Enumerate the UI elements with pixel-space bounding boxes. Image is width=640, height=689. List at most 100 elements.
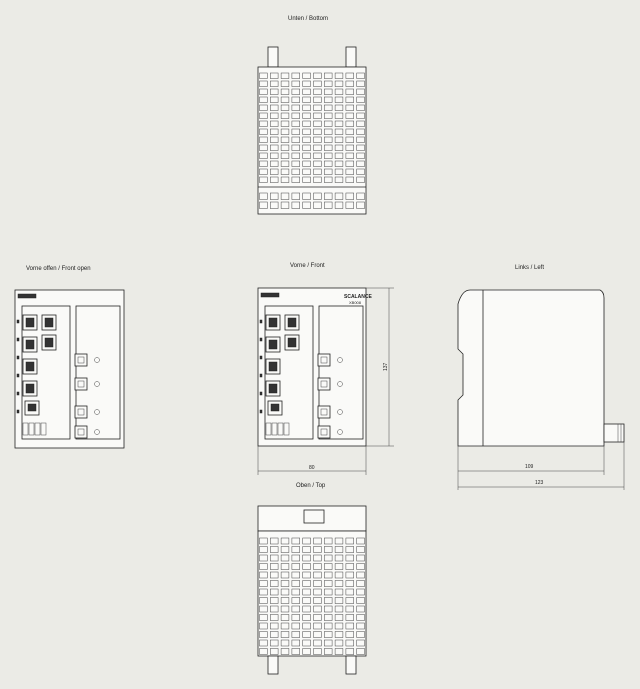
vent-slot: [345, 136, 354, 143]
rj45-port-socket: [25, 317, 35, 328]
vent-slot: [356, 537, 365, 545]
vent-slot: [302, 580, 311, 587]
led-indicator: [259, 391, 263, 396]
sfp-slot: [317, 377, 331, 391]
vent-slot: [345, 112, 354, 119]
status-led: [337, 429, 343, 435]
vent-slot: [291, 648, 300, 655]
view-label-bottom: Unten / Bottom: [288, 16, 329, 22]
bottom-view-rail-left: [267, 46, 279, 68]
sfp-slot: [74, 425, 88, 439]
vent-slot: [259, 72, 268, 79]
vent-slot: [280, 112, 290, 119]
vent-slot: [313, 588, 322, 596]
vent-slot: [313, 546, 322, 553]
status-led: [337, 357, 343, 363]
vent-slot: [270, 639, 279, 647]
vent-slot: [302, 546, 311, 553]
vent-slot: [334, 622, 344, 630]
vent-slot: [345, 192, 354, 200]
sfp-slot: [74, 353, 88, 367]
led-indicator: [16, 319, 20, 324]
vent-slot: [291, 605, 300, 613]
vent-slot: [324, 176, 333, 183]
vent-slot: [291, 120, 300, 127]
vent-slot: [302, 160, 311, 167]
vent-slot: [302, 648, 311, 655]
front-height-value: 137: [383, 362, 389, 371]
vent-slot: [356, 80, 365, 87]
led-indicator: [16, 337, 20, 342]
vent-slot: [356, 571, 365, 579]
vent-slot: [324, 537, 333, 545]
vent-slot: [334, 128, 344, 135]
vent-slot: [280, 563, 290, 570]
vent-slot: [280, 160, 290, 167]
terminal-contact: [283, 422, 290, 436]
front-open-right-panel: [75, 305, 121, 440]
led-indicator: [259, 409, 263, 414]
vent-slot: [345, 88, 354, 95]
vent-slot: [356, 192, 365, 200]
vent-slot: [291, 88, 300, 95]
vent-slot: [259, 605, 268, 613]
vent-slot: [270, 614, 279, 621]
vent-slot: [356, 580, 365, 587]
vent-slot: [334, 72, 344, 79]
vent-slot: [313, 136, 322, 143]
vent-slot: [259, 571, 268, 579]
sfp-slot: [74, 405, 88, 419]
vent-slot: [270, 580, 279, 587]
vent-slot: [345, 128, 354, 135]
vent-slot: [324, 80, 333, 87]
vent-slot: [356, 176, 365, 183]
vent-slot: [270, 168, 279, 175]
vent-slot: [324, 72, 333, 79]
vent-slot: [345, 648, 354, 655]
vent-slot: [259, 160, 268, 167]
vent-slot: [291, 554, 300, 562]
vent-slot: [334, 112, 344, 119]
vent-slot: [259, 563, 268, 570]
vent-slot: [334, 160, 344, 167]
vent-slot: [280, 176, 290, 183]
vent-slot: [324, 160, 333, 167]
vent-slot: [324, 580, 333, 587]
vent-slot: [324, 168, 333, 175]
vent-slot: [334, 192, 344, 200]
status-led: [94, 357, 100, 363]
vent-slot: [334, 537, 344, 545]
vent-slot: [345, 546, 354, 553]
vent-slot: [334, 546, 344, 553]
vent-slot: [345, 588, 354, 596]
vent-slot: [324, 112, 333, 119]
vent-slot: [280, 104, 290, 111]
console-port-socket: [27, 403, 37, 412]
vent-slot: [345, 571, 354, 579]
vent-slot: [324, 605, 333, 613]
vent-slot: [356, 160, 365, 167]
vent-slot: [324, 192, 333, 200]
terminal-contact: [34, 422, 41, 436]
rj45-port-socket: [268, 339, 278, 350]
vent-slot: [259, 152, 268, 159]
vent-slot: [334, 639, 344, 647]
vent-slot: [302, 176, 311, 183]
vent-slot: [313, 648, 322, 655]
top-view-rail-left: [267, 655, 279, 675]
bottom-view-body: [257, 66, 367, 215]
vent-slot: [291, 588, 300, 596]
vent-slot: [302, 201, 311, 209]
vent-slot: [334, 152, 344, 159]
vent-slot: [356, 128, 365, 135]
vent-slot: [313, 160, 322, 167]
led-indicator: [259, 337, 263, 342]
vent-slot: [291, 571, 300, 579]
vent-slot: [280, 622, 290, 630]
top-view: [257, 505, 367, 675]
vent-slot: [345, 201, 354, 209]
vent-slot: [291, 136, 300, 143]
vent-slot: [334, 136, 344, 143]
sfp-slot: [317, 353, 331, 367]
vent-slot: [302, 588, 311, 596]
